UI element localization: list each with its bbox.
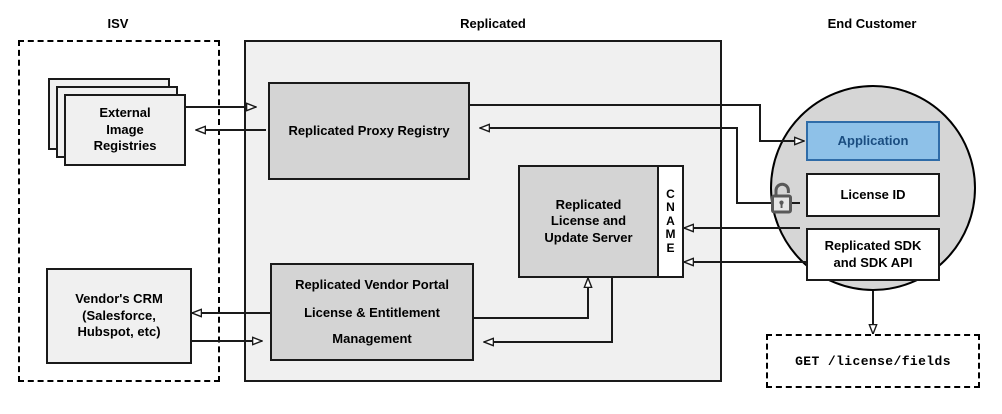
license-server-line-3: Update Server bbox=[544, 229, 633, 245]
vendors-crm-line-1: Vendor's CRM bbox=[75, 291, 163, 307]
unlocked-padlock-icon bbox=[771, 182, 792, 214]
vendors-crm-line-3: Hubspot, etc) bbox=[77, 324, 161, 340]
external-image-registries-line-2: Image bbox=[106, 121, 144, 137]
cname-strip[interactable]: C N A M E bbox=[657, 165, 684, 278]
cname-letter-e: E bbox=[666, 240, 675, 255]
isv-boundary bbox=[18, 40, 220, 382]
application-label: Application bbox=[837, 132, 909, 148]
vendors-crm-line-2: (Salesforce, bbox=[82, 307, 156, 323]
license-server-line-1: Replicated bbox=[555, 196, 622, 212]
cname-letter-c: C bbox=[666, 186, 675, 201]
license-id[interactable]: License ID bbox=[806, 173, 940, 217]
license-server-line-2: License and bbox=[550, 213, 627, 229]
edge-proxy-to-application bbox=[470, 104, 804, 141]
replicated-sdk-line-2: and SDK API bbox=[833, 254, 913, 270]
cname-letter-a: A bbox=[666, 213, 675, 228]
replicated-sdk-line-1: Replicated SDK bbox=[824, 237, 922, 253]
edge-application-to-proxy bbox=[480, 128, 800, 204]
vendors-crm[interactable]: Vendor's CRM (Salesforce, Hubspot, etc) bbox=[46, 268, 192, 364]
vendor-portal-subtitle-line-2: Management bbox=[332, 330, 412, 346]
replicated-license-and-update-server[interactable]: Replicated License and Update Server bbox=[518, 165, 659, 278]
vendor-portal-title: Replicated Vendor Portal bbox=[295, 276, 449, 292]
zone-label-isv: ISV bbox=[107, 16, 129, 31]
api-request-box: GET /license/fields bbox=[766, 334, 980, 388]
api-request-text: GET /license/fields bbox=[795, 353, 951, 369]
zone-label-replicated: Replicated bbox=[460, 16, 526, 31]
edge-license-server-to-vendor-portal bbox=[484, 272, 613, 342]
external-image-registries-line-3: Registries bbox=[93, 138, 157, 154]
application[interactable]: Application bbox=[806, 121, 940, 161]
cname-letter-m: M bbox=[665, 227, 676, 242]
vendor-portal-subtitle-line-1: License & Entitlement bbox=[304, 305, 440, 321]
replicated-proxy-registry-label: Replicated Proxy Registry bbox=[288, 122, 450, 138]
external-image-registries-line-1: External bbox=[99, 105, 151, 121]
cname-letter-n: N bbox=[666, 200, 675, 215]
license-id-label: License ID bbox=[840, 186, 906, 202]
external-image-registries[interactable]: External Image Registries bbox=[64, 94, 186, 166]
replicated-proxy-registry[interactable]: Replicated Proxy Registry bbox=[268, 82, 470, 180]
edge-vendor-portal-to-license-server bbox=[474, 278, 588, 319]
replicated-vendor-portal[interactable]: Replicated Vendor Portal License & Entit… bbox=[270, 263, 474, 361]
zone-label-end-customer: End Customer bbox=[827, 16, 917, 31]
replicated-sdk-and-sdk-api[interactable]: Replicated SDK and SDK API bbox=[806, 228, 940, 281]
